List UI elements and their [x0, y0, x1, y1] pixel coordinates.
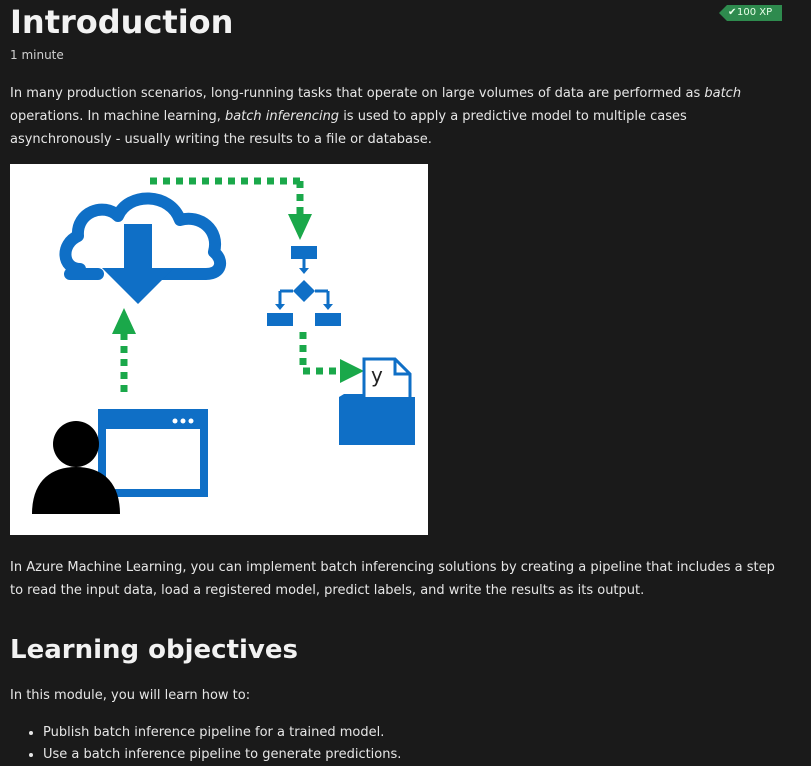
intro-paragraph: In many production scenarios, long-runni… [10, 82, 780, 151]
data-flow-arrow-bottom [299, 332, 364, 383]
objective-item: Use a batch inference pipeline to genera… [43, 744, 401, 766]
objective-item: Publish batch inference pipeline for a t… [43, 722, 401, 744]
data-flow-arrow-top [150, 177, 312, 240]
user-icon [32, 421, 120, 514]
objectives-heading: Learning objectives [10, 635, 298, 665]
page-title: Introduction [10, 3, 234, 41]
objectives-list: Publish batch inference pipeline for a t… [10, 722, 401, 766]
pipeline-paragraph: In Azure Machine Learning, you can imple… [10, 560, 775, 598]
xp-badge: ✔ 100 XP [719, 5, 783, 21]
intro-text: operations. In machine learning, [10, 109, 225, 124]
objectives-lead: In this module, you will learn how to: [10, 688, 251, 703]
results-folder-icon: y [339, 357, 415, 445]
pipeline-flowchart-icon [267, 246, 341, 326]
xp-badge-label: 100 XP [737, 7, 773, 18]
intro-text: In many production scenarios, long-runni… [10, 86, 705, 101]
application-window-icon [98, 409, 208, 497]
upload-arrow [112, 308, 136, 392]
intro-emphasis-batch: batch [704, 86, 742, 101]
duration-label: 1 minute [10, 48, 64, 62]
intro-emphasis-batch-inferencing: batch inferencing [224, 109, 340, 124]
batch-inference-diagram: y [10, 164, 428, 535]
output-label: y [371, 363, 383, 387]
intro-text: is used to apply a predictive model to m… [10, 109, 687, 147]
check-icon: ✔ [728, 7, 737, 18]
cloud-download-icon [59, 192, 227, 304]
